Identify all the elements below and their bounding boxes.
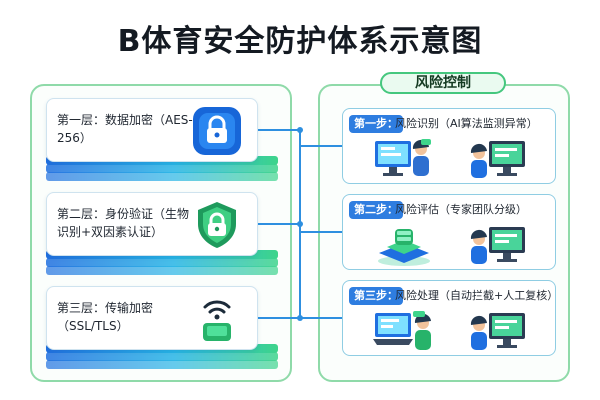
step-badge: 第一步： [349,115,403,133]
person-at-monitor-illustration [470,227,525,264]
step-2-risk-assessment: 第二步： 风险评估（专家团队分级） [342,194,556,270]
step-badge: 第三步： [349,287,403,305]
step-1-risk-identification: 第一步： 风险识别（AI算法监测异常） [342,108,556,184]
person-at-monitor-illustration [470,313,525,350]
layer-card: 第三层：传输加密（SSL/TLS） [46,286,258,350]
layer-label: 第二层：身份验证（生物识别+双因素认证） [57,207,190,239]
layer-card: 第一层：数据加密（AES-256） [46,98,258,162]
shield-lock-icon [198,202,236,248]
person-at-computer-illustration [375,139,431,176]
person-at-monitor-illustration [470,141,525,178]
page-title: B体育安全防护体系示意图 [117,24,483,59]
layer-card: 第二层：身份验证（生物识别+双因素认证） [46,192,258,256]
server-stack-illustration [378,229,430,266]
lock-icon [193,107,241,155]
connector-node [297,221,303,227]
layer-2-identity-verification: 第二层：身份验证（生物识别+双因素认证） [46,192,278,278]
layer-3-transport-encryption: 第三层：传输加密（SSL/TLS） [46,286,278,372]
step-text: 风险处理（自动拦截+人工复核） [395,289,559,302]
step-3-risk-handling: 第三步： 风险处理（自动拦截+人工复核） [342,280,559,356]
risk-control-title: 风险控制 [380,72,506,94]
step-text: 风险识别（AI算法监测异常） [395,117,538,130]
step-badge: 第二步： [349,201,403,219]
connector-node [297,315,303,321]
connector-node [297,127,303,133]
layer-label: 第三层：传输加密（SSL/TLS） [57,301,154,333]
person-at-laptop-illustration [373,311,431,350]
wireless-chip-icon [203,300,231,341]
step-text: 风险评估（专家团队分级） [395,203,527,216]
layer-1-data-encryption: 第一层：数据加密（AES-256） [46,98,278,184]
layer-label: 第一层：数据加密（AES-256） [57,113,193,145]
